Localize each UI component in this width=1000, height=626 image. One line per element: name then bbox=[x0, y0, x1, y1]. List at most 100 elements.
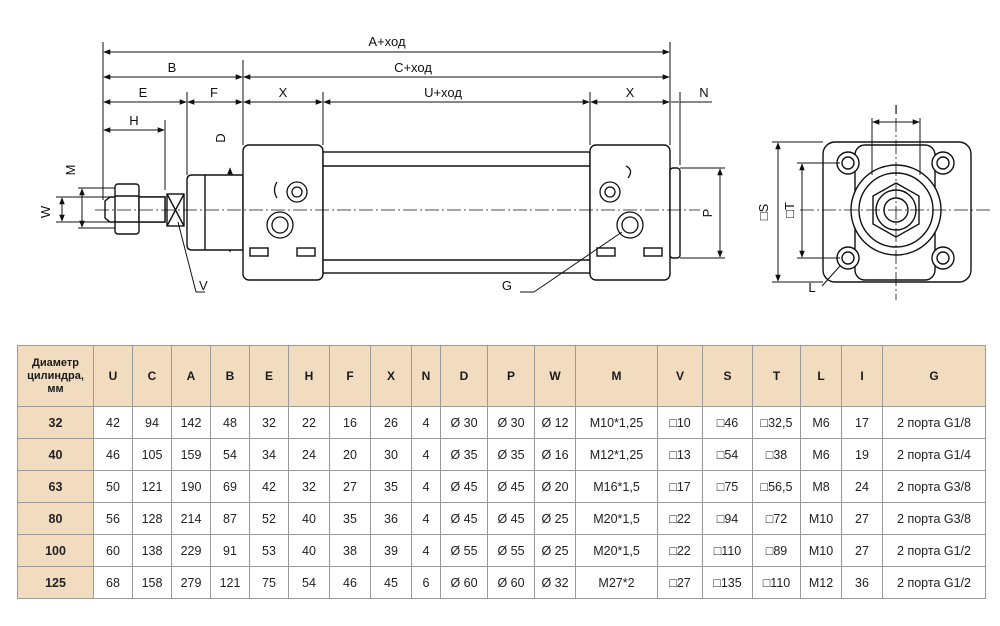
table-cell: 35 bbox=[329, 502, 371, 535]
table-cell: 42 bbox=[93, 406, 133, 439]
table-cell: 22 bbox=[288, 406, 330, 439]
table-cell: □94 bbox=[702, 502, 753, 535]
table-cell: 50 bbox=[93, 470, 133, 503]
table-cell: Ø 55 bbox=[440, 534, 488, 567]
table-cell: □110 bbox=[702, 534, 753, 567]
table-cell: 32 bbox=[249, 406, 289, 439]
table-cell: 35 bbox=[370, 470, 412, 503]
header-cell: V bbox=[657, 345, 703, 407]
table-cell: □75 bbox=[702, 470, 753, 503]
table-cell: □72 bbox=[752, 502, 801, 535]
cylinder-drawing: A+ход B C+ход E F X U+ход X N H D M W P … bbox=[38, 34, 990, 300]
table-cell: 27 bbox=[329, 470, 371, 503]
front-port bbox=[266, 211, 294, 239]
table-cell: 4 bbox=[411, 470, 441, 503]
table-cell: 34 bbox=[249, 438, 289, 471]
label-w: W bbox=[38, 205, 53, 218]
header-cell: H bbox=[288, 345, 330, 407]
table-cell: 68 bbox=[93, 566, 133, 599]
table-cell: 87 bbox=[210, 502, 250, 535]
label-e: E bbox=[139, 85, 148, 100]
table-cell: 2 порта G1/2 bbox=[882, 534, 986, 567]
label-i: I bbox=[894, 102, 898, 117]
rear-port bbox=[616, 211, 644, 239]
table-cell: 2 порта G3/8 bbox=[882, 470, 986, 503]
table-cell: Ø 30 bbox=[440, 406, 488, 439]
header-cell: T bbox=[752, 345, 801, 407]
header-cell: N bbox=[411, 345, 441, 407]
table-cell: 36 bbox=[370, 502, 412, 535]
table-cell: Ø 32 bbox=[534, 566, 576, 599]
table-cell: 214 bbox=[171, 502, 211, 535]
table-cell: M12 bbox=[800, 566, 842, 599]
table-cell: 2 порта G1/4 bbox=[882, 438, 986, 471]
header-cell: L bbox=[800, 345, 842, 407]
header-cell: W bbox=[534, 345, 576, 407]
table-cell: □13 bbox=[657, 438, 703, 471]
label-t: □T bbox=[782, 202, 797, 218]
table-cell: M8 bbox=[800, 470, 842, 503]
table-cell: □27 bbox=[657, 566, 703, 599]
label-l: L bbox=[808, 280, 815, 295]
table-cell: 38 bbox=[329, 534, 371, 567]
header-cell: M bbox=[575, 345, 658, 407]
bore-diameter-cell: 63 bbox=[17, 470, 94, 503]
table-cell: 40 bbox=[288, 502, 330, 535]
table-cell: 279 bbox=[171, 566, 211, 599]
table-cell: 69 bbox=[210, 470, 250, 503]
label-a-stroke: A+ход bbox=[368, 34, 406, 49]
table-cell: Ø 45 bbox=[440, 470, 488, 503]
table-cell: 105 bbox=[132, 438, 172, 471]
label-u-stroke: U+ход bbox=[424, 85, 462, 100]
header-cell: I bbox=[841, 345, 883, 407]
header-cell: S bbox=[702, 345, 753, 407]
table-cell: 53 bbox=[249, 534, 289, 567]
table-cell: □32,5 bbox=[752, 406, 801, 439]
table-cell: □22 bbox=[657, 534, 703, 567]
table-cell: M27*2 bbox=[575, 566, 658, 599]
table-cell: 121 bbox=[210, 566, 250, 599]
bore-diameter-cell: 125 bbox=[17, 566, 94, 599]
label-v: V bbox=[199, 278, 208, 293]
table-cell: □22 bbox=[657, 502, 703, 535]
table-cell: 16 bbox=[329, 406, 371, 439]
table-cell: 142 bbox=[171, 406, 211, 439]
table-cell: 19 bbox=[841, 438, 883, 471]
label-n: N bbox=[699, 85, 708, 100]
table-cell: 229 bbox=[171, 534, 211, 567]
label-x-right: X bbox=[626, 85, 635, 100]
table-cell: Ø 25 bbox=[534, 534, 576, 567]
table-cell: 17 bbox=[841, 406, 883, 439]
table-cell: 40 bbox=[288, 534, 330, 567]
table-cell: M10 bbox=[800, 534, 842, 567]
table-cell: Ø 35 bbox=[487, 438, 535, 471]
table-cell: Ø 45 bbox=[487, 470, 535, 503]
table-cell: 138 bbox=[132, 534, 172, 567]
label-x-left: X bbox=[279, 85, 288, 100]
label-m: M bbox=[63, 165, 78, 176]
header-cell: A bbox=[171, 345, 211, 407]
table-cell: 2 порта G1/2 bbox=[882, 566, 986, 599]
table-cell: 121 bbox=[132, 470, 172, 503]
table-cell: 60 bbox=[93, 534, 133, 567]
header-row: Диаметр цилиндра, мм U C A B E H F X N D… bbox=[17, 345, 986, 407]
table-cell: 26 bbox=[370, 406, 412, 439]
table-cell: M12*1,25 bbox=[575, 438, 658, 471]
header-cell: U bbox=[93, 345, 133, 407]
table-cell: 24 bbox=[288, 438, 330, 471]
table-cell: 94 bbox=[132, 406, 172, 439]
label-d: D bbox=[213, 133, 228, 142]
cylinder-tube bbox=[322, 151, 591, 274]
table-cell: Ø 45 bbox=[487, 502, 535, 535]
front-cushion-screw bbox=[286, 181, 308, 203]
header-cell: C bbox=[132, 345, 172, 407]
label-c-stroke: C+ход bbox=[394, 60, 432, 75]
table-cell: 42 bbox=[249, 470, 289, 503]
table-cell: 54 bbox=[210, 438, 250, 471]
table-cell: Ø 60 bbox=[487, 566, 535, 599]
table-cell: Ø 20 bbox=[534, 470, 576, 503]
